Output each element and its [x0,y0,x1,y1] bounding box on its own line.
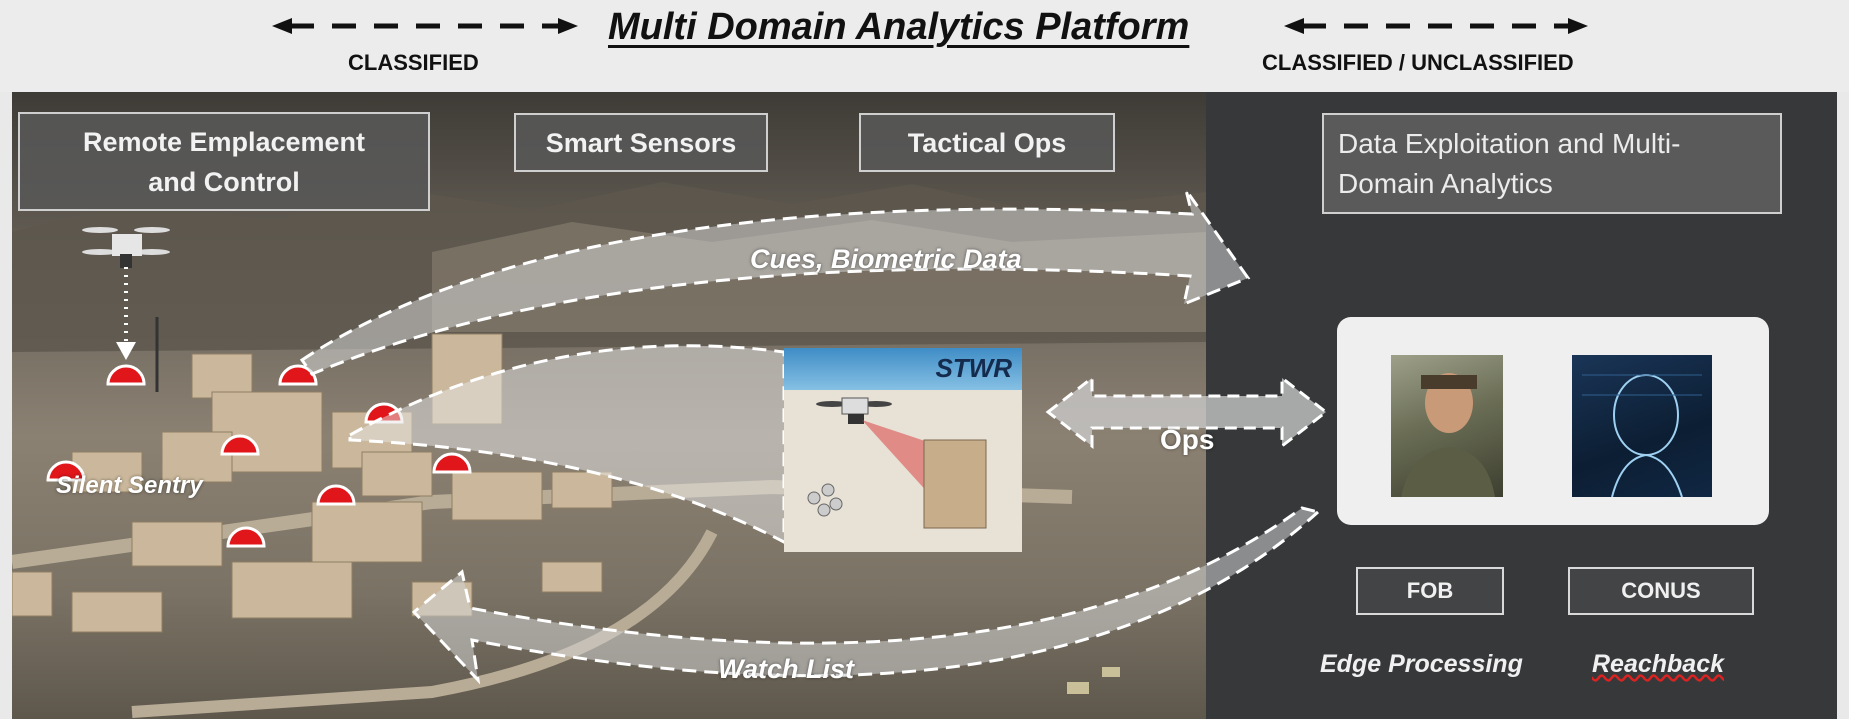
cues-flow-arrow [299,189,1251,376]
analyst-panel [1337,317,1769,525]
ops-double-arrow [1045,374,1329,450]
cues-biometric-label: Cues, Biometric Data [750,244,1022,274]
stwr-label: STWR [935,353,1012,383]
stwr-drone-icon [816,397,892,424]
operational-scene: Remote Emplacement and Control Smart Sen… [12,92,1837,719]
sensor-marker [278,364,318,386]
stwr-card: STWR [784,348,1022,552]
stwr-illustration [807,397,987,529]
sensor-marker [106,364,146,386]
sensor-beam [862,420,940,506]
scene-graphics [12,182,1329,718]
silent-sentry-label: Silent Sentry [56,472,203,499]
page-title: Multi Domain Analytics Platform [608,6,1190,48]
conus-box: CONUS [1568,567,1754,615]
data-exploitation-box: Data Exploitation and Multi- Domain Anal… [1322,113,1782,214]
drone-icon [82,227,170,268]
ai-head-silhouette [1582,374,1702,498]
classified-label: CLASSIFIED [348,50,479,75]
sensor-marker [46,460,86,482]
drone-arrowhead [116,342,136,360]
sensor-markers [46,364,472,548]
vehicle [1067,682,1089,694]
sensor-marker [316,484,356,506]
classified-unclassified-label: CLASSIFIED / UNCLASSIFIED [1262,50,1574,75]
soldier-silhouette [1401,373,1495,497]
sensor-marker [226,526,266,548]
fob-box: FOB [1356,567,1504,615]
stwr-building [923,439,987,529]
remote-line1: Remote Emplacement [82,126,366,157]
tactical-ops-box: Tactical Ops [859,113,1115,172]
personnel-group [807,483,843,517]
ai-head-image [1572,355,1712,498]
remote-line2: and Control [148,166,300,197]
data-line1: Data Exploitation and Multi- [1338,127,1681,159]
sensor-marker [220,434,260,456]
data-line2: Domain Analytics [1338,167,1553,199]
watch-list-label: Watch List [718,654,855,684]
watchlist-flow-arrow [411,506,1322,685]
ops-label: Ops [1160,424,1215,455]
smart-sensors-box: Smart Sensors [514,113,768,172]
remote-emplacement-box: Remote Emplacement and Control [18,112,430,211]
vehicle [1102,667,1120,677]
edge-processing-label: Edge Processing [1320,650,1523,678]
sensor-marker [432,452,472,474]
left-dashed-double-arrow [272,18,1588,34]
header-bar: Multi Domain Analytics Platform CLASSIFI… [0,0,1849,92]
stwr-sky [784,348,1022,390]
soldier-image [1391,355,1503,497]
reachback-label: Reachback [1592,650,1725,678]
